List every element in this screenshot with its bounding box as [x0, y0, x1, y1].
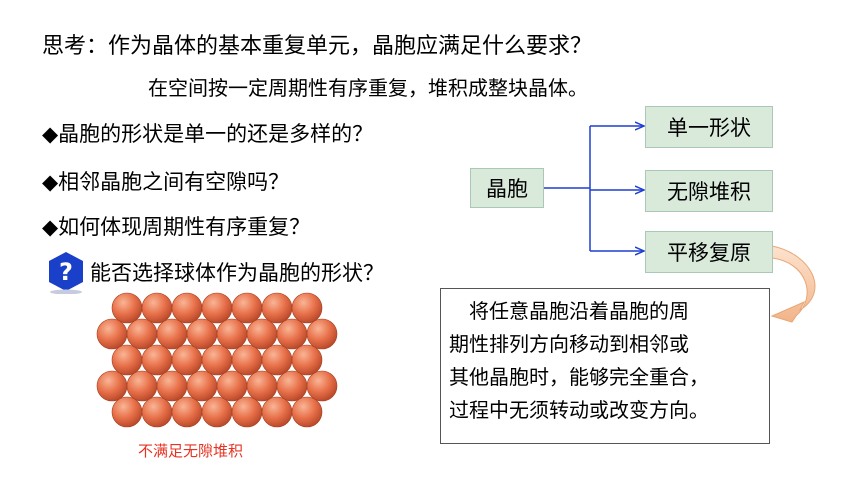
diagram-source-box: 晶胞: [470, 168, 544, 208]
explanation-line: 将任意晶胞沿着晶胞的周: [449, 299, 689, 323]
sphere: [231, 396, 263, 428]
sphere: [231, 344, 263, 376]
explanation-box: 将任意晶胞沿着晶胞的周 期性排列方向移动到相邻或 其他晶胞时，能够完全重合， 过…: [440, 288, 770, 444]
diagram-target-translation: 平移复原: [645, 231, 773, 273]
sphere: [306, 370, 338, 402]
sphere: [141, 292, 173, 324]
sphere: [201, 396, 233, 428]
sphere: [156, 370, 188, 402]
sphere: [126, 318, 158, 350]
sphere: [306, 318, 338, 350]
sphere-packing-image: [96, 292, 338, 428]
bullet-gap: ◆相邻晶胞之间有空隙吗？: [42, 170, 290, 194]
sphere: [141, 344, 173, 376]
bullet-shape: ◆晶胞的形状是单一的还是多样的？: [42, 122, 374, 146]
sphere: [291, 292, 323, 324]
curved-arrow-icon: [770, 245, 816, 323]
sphere: [216, 318, 248, 350]
sphere: [156, 318, 188, 350]
explanation-line: 其他晶胞时，能够完全重合，: [449, 365, 709, 389]
sphere: [231, 292, 263, 324]
sphere: [261, 292, 293, 324]
explanation-line: 过程中无须转动或改变方向。: [449, 398, 709, 422]
question-mark-icon: ?: [49, 252, 83, 294]
sphere: [246, 370, 278, 402]
sphere: [96, 370, 128, 402]
sphere: [96, 318, 128, 350]
sphere: [141, 396, 173, 428]
sphere-caption: 不满足无隙堆积: [138, 442, 244, 460]
sphere: [291, 344, 323, 376]
sphere: [261, 344, 293, 376]
sphere: [111, 344, 143, 376]
sphere: [216, 370, 248, 402]
sphere: [276, 318, 308, 350]
sphere: [126, 370, 158, 402]
sphere: [201, 292, 233, 324]
question-title: 思考：作为晶体的基本重复单元，晶胞应满足什么要求？: [42, 34, 593, 59]
sphere: [111, 396, 143, 428]
sphere: [171, 396, 203, 428]
sphere: [171, 344, 203, 376]
question-line: 能否选择球体作为晶胞的形状？: [90, 261, 384, 285]
bullet-periodic: ◆如何体现周期性有序重复？: [42, 215, 311, 239]
sphere: [246, 318, 278, 350]
sphere: [186, 370, 218, 402]
sphere: [201, 344, 233, 376]
sphere: [291, 396, 323, 428]
question-badge-glyph: ?: [59, 258, 73, 286]
diagram-target-single-shape: 单一形状: [645, 106, 773, 148]
sphere: [111, 292, 143, 324]
diagram-target-no-gap: 无隙堆积: [645, 170, 773, 212]
answer-text: 在空间按一定周期性有序重复，堆积成整块晶体。: [148, 76, 588, 100]
sphere: [186, 318, 218, 350]
sphere: [261, 396, 293, 428]
sphere: [171, 292, 203, 324]
sphere: [276, 370, 308, 402]
explanation-line: 期性排列方向移动到相邻或: [449, 332, 689, 356]
